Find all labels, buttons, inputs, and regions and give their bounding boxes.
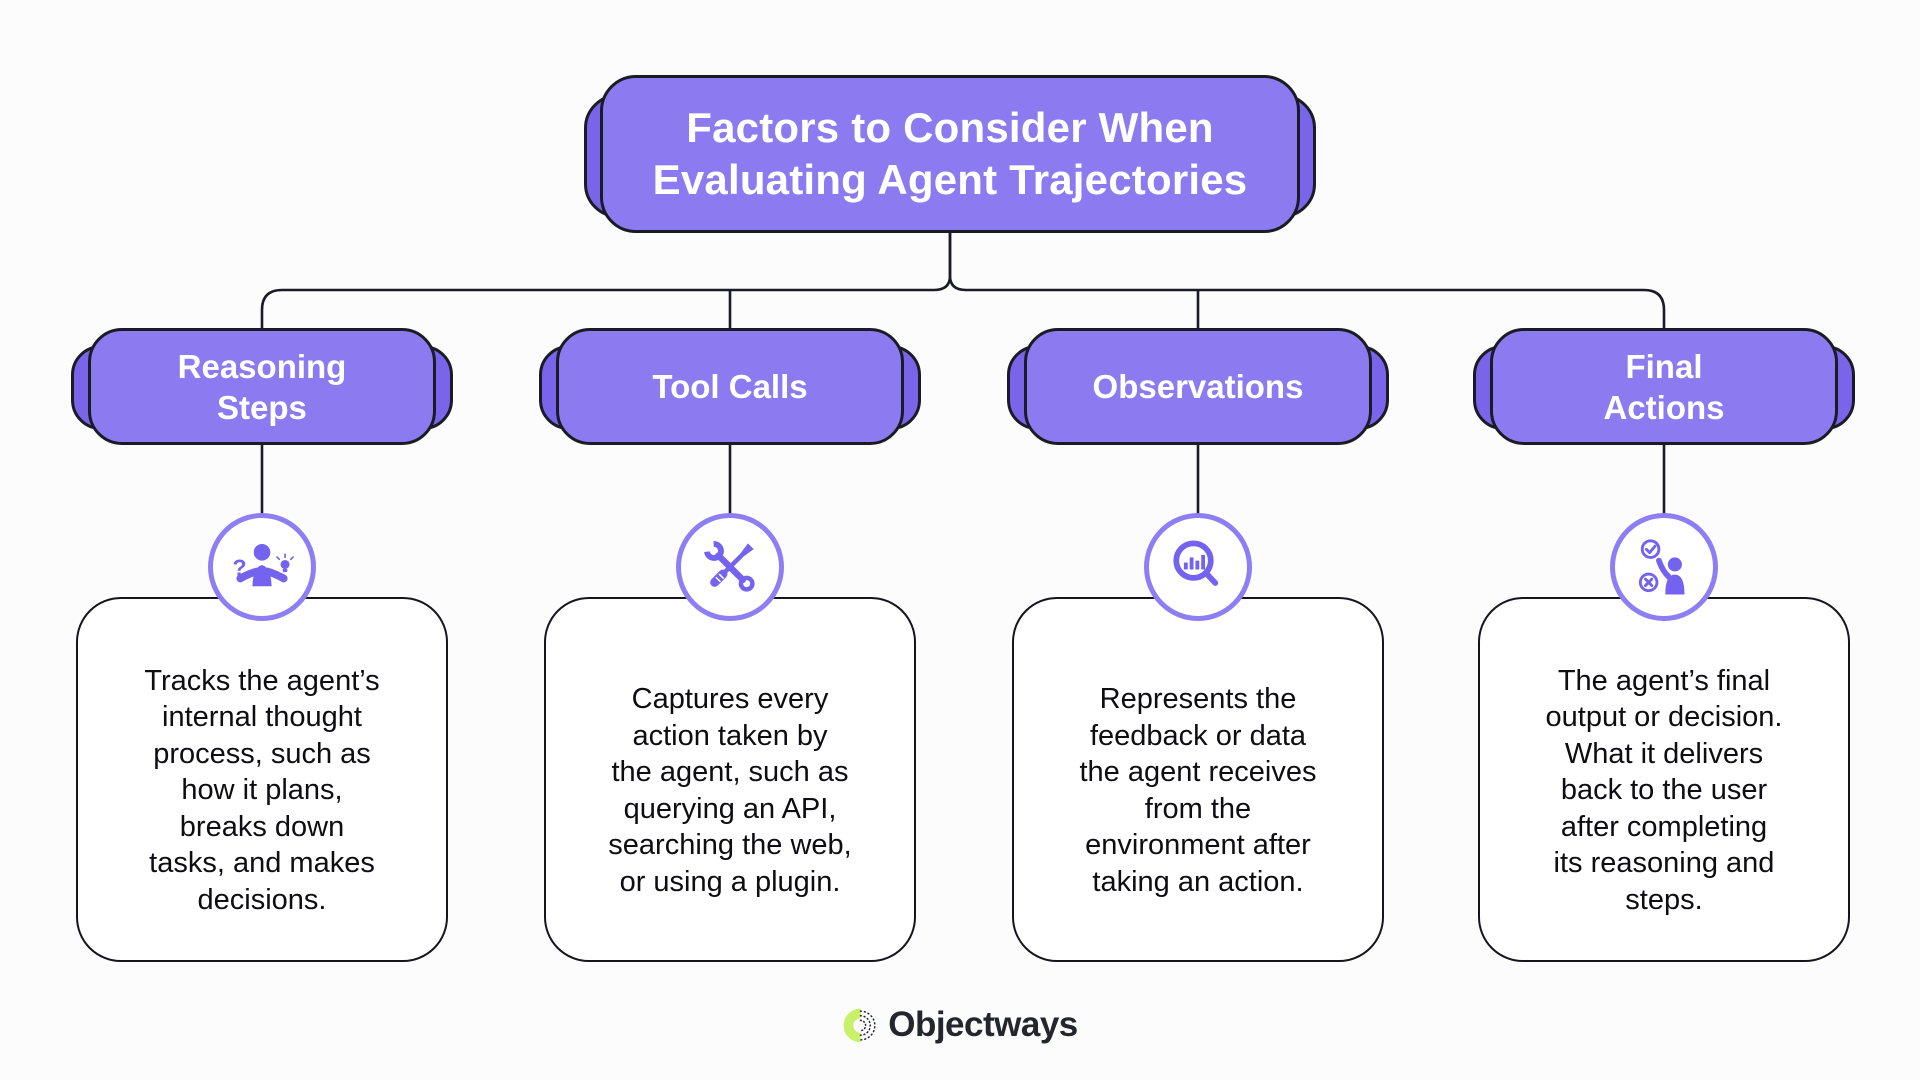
final-actions-description: The agent’s final output or decision. Wh…	[1545, 664, 1783, 916]
reasoning-steps-node: Reasoning Steps	[71, 328, 453, 445]
reasoning-steps-description: Tracks the agent’s internal thought proc…	[144, 664, 380, 916]
branch-observations: Represents the feedback or data the agen…	[1007, 0, 1389, 1080]
tool-calls-label: Tool Calls	[652, 368, 808, 405]
wrench-screwdriver-icon	[704, 541, 755, 592]
brand-name: Objectways	[888, 1005, 1078, 1044]
tool-calls-icon-badge	[676, 513, 784, 621]
title-node: Factors to Consider When Evaluating Agen…	[584, 75, 1316, 233]
observations-card: Represents the feedback or data the agen…	[1012, 597, 1384, 962]
branch-reasoning-steps: Tracks the agent’s internal thought proc…	[71, 0, 453, 1080]
observations-node: Observations	[1007, 328, 1389, 445]
branch-final-actions: The agent’s final output or decision. Wh…	[1473, 0, 1855, 1080]
magnifier-chart-icon	[1173, 540, 1219, 586]
final-actions-label: Final Actions	[1603, 347, 1725, 426]
svg-text:?: ?	[233, 554, 247, 580]
reasoning-steps-card: Tracks the agent’s internal thought proc…	[76, 597, 448, 962]
approve-reject-person-icon	[1638, 539, 1685, 595]
thinking-person-icon: ?	[233, 543, 294, 587]
observations-label: Observations	[1092, 368, 1304, 405]
tool-calls-node: Tool Calls	[539, 328, 921, 445]
tool-calls-card: Captures every action taken by the agent…	[544, 597, 916, 962]
branch-tool-calls: Captures every action taken by the agent…	[539, 0, 921, 1080]
final-actions-node: Final Actions	[1473, 328, 1855, 445]
final-actions-icon-badge	[1610, 513, 1718, 621]
footer-logo: Objectways	[0, 1000, 1920, 1050]
observations-description: Represents the feedback or data the agen…	[1079, 683, 1317, 898]
objectways-honeycomb-crescent-icon	[843, 1008, 878, 1042]
reasoning-steps-label: Reasoning Steps	[177, 347, 347, 426]
observations-icon-badge	[1144, 513, 1252, 621]
reasoning-steps-icon-badge: ?	[208, 513, 316, 621]
final-actions-card: The agent’s final output or decision. Wh…	[1478, 597, 1850, 962]
tool-calls-description: Captures every action taken by the agent…	[608, 683, 852, 898]
page-title: Factors to Consider When Evaluating Agen…	[652, 104, 1248, 203]
